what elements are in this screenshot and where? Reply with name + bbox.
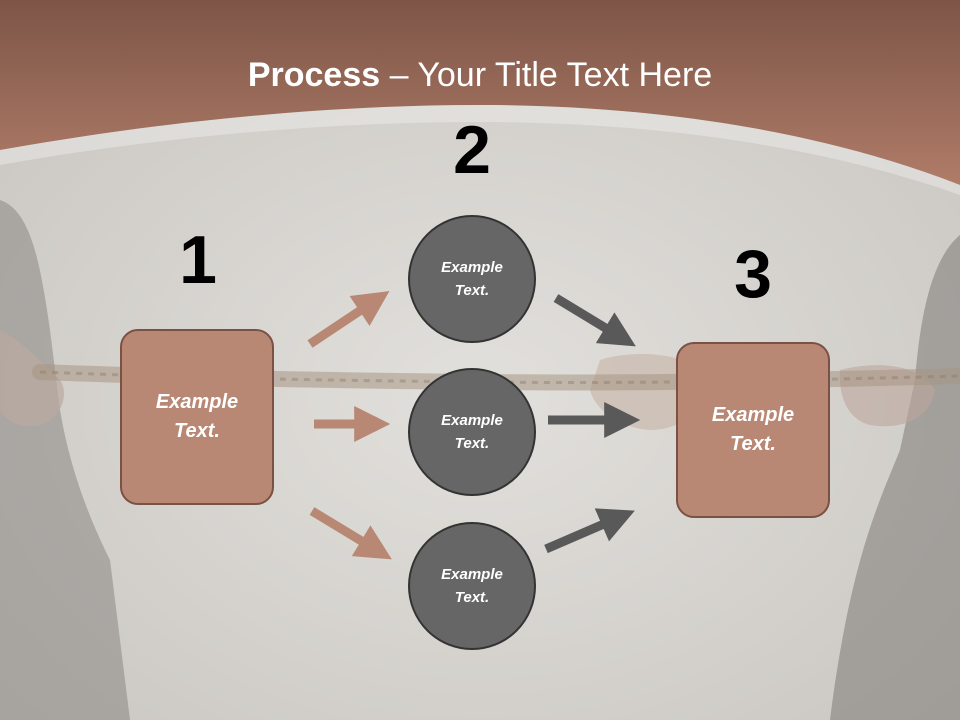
circle-middle: Example Text.	[408, 368, 536, 496]
arrow-right-up	[544, 508, 635, 554]
circle-top: Example Text.	[408, 215, 536, 343]
circle-bottom: Example Text.	[408, 522, 536, 650]
left-box-line2: Text.	[174, 420, 220, 442]
step-number-2: 2	[453, 112, 491, 188]
left-box-line1: Example	[155, 391, 239, 413]
circle-top-line2: Text.	[454, 282, 490, 299]
left-text-box: Example Text.	[120, 329, 274, 505]
step-number-3: 3	[734, 236, 772, 312]
circle-middle-line1: Example	[441, 412, 503, 429]
circle-bottom-line2: Text.	[454, 589, 490, 606]
arrow-right-down	[553, 294, 636, 347]
circle-bottom-line1: Example	[441, 566, 503, 583]
slide-title: Process – Your Title Text Here	[0, 54, 960, 96]
right-box-line2: Text.	[730, 433, 776, 455]
right-text-box: Example Text.	[676, 342, 830, 518]
arrow-left-up	[307, 291, 390, 348]
title-rest: – Your Title Text Here	[380, 56, 713, 94]
title-bold: Process	[247, 56, 381, 94]
circle-top-line1: Example	[441, 259, 503, 276]
circle-middle-line2: Text.	[454, 435, 490, 452]
right-box-line1: Example	[711, 404, 795, 426]
step-number-1: 1	[179, 222, 217, 298]
arrow-left-down	[309, 507, 392, 560]
